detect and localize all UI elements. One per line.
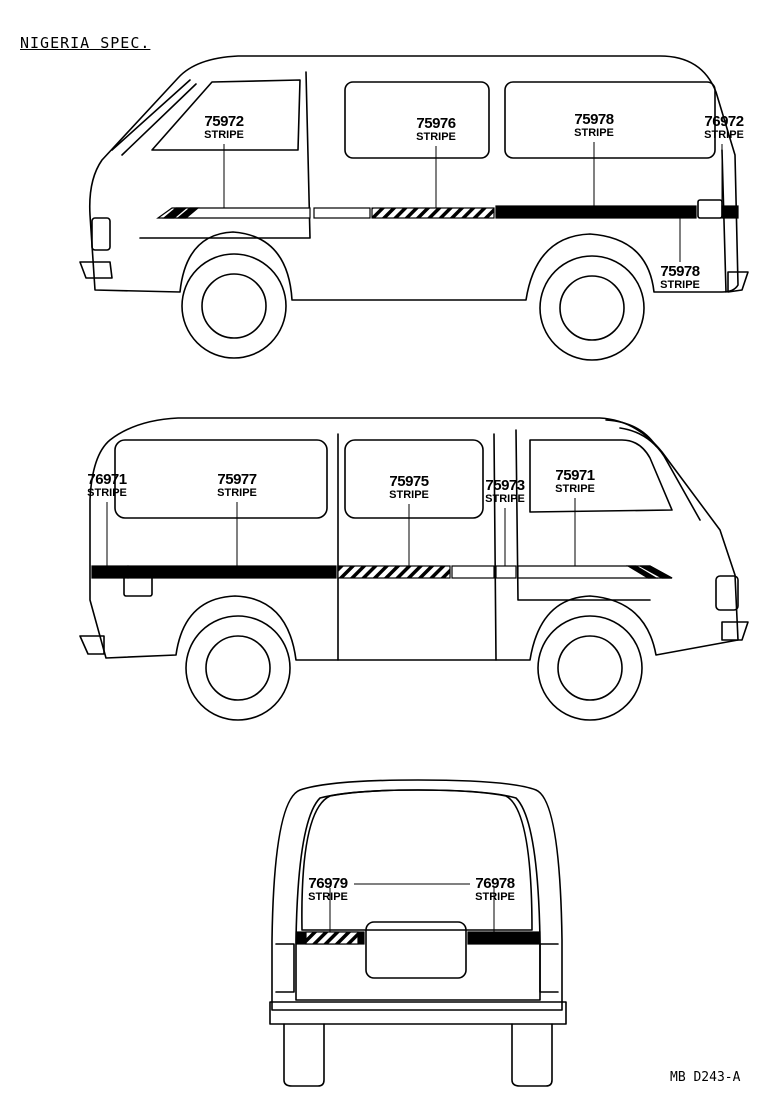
callout-75977: 75977 STRIPE [217, 472, 257, 499]
part-name: STRIPE [555, 483, 595, 495]
part-name: STRIPE [660, 279, 700, 291]
part-number: 76979 [308, 875, 348, 892]
part-name: STRIPE [217, 487, 257, 499]
part-name: STRIPE [204, 129, 244, 141]
callout-75978-top: 75978 STRIPE [574, 112, 614, 139]
part-name: STRIPE [704, 129, 744, 141]
leader-lines [106, 142, 723, 932]
part-name: STRIPE [485, 493, 525, 505]
callout-75976: 75976 STRIPE [416, 116, 456, 143]
callout-75973: 75973 STRIPE [485, 478, 525, 505]
part-number: 76971 [87, 471, 127, 488]
part-number: 75973 [485, 477, 525, 494]
part-number: 75972 [204, 113, 244, 130]
part-number: 75971 [555, 467, 595, 484]
part-number: 75977 [217, 471, 257, 488]
part-number: 76978 [475, 875, 515, 892]
callout-75975: 75975 STRIPE [389, 474, 429, 501]
part-number: 75978 [660, 263, 700, 280]
callout-76979: 76979 STRIPE [308, 876, 348, 903]
part-number: 76972 [704, 113, 744, 130]
van-left-side [79, 417, 749, 721]
part-name: STRIPE [308, 891, 348, 903]
callout-76972: 76972 STRIPE [704, 114, 744, 141]
callout-75971: 75971 STRIPE [555, 468, 595, 495]
part-name: STRIPE [416, 131, 456, 143]
callout-75972: 75972 STRIPE [204, 114, 244, 141]
stripes [91, 205, 739, 945]
part-number: 75978 [574, 111, 614, 128]
callout-76978: 76978 STRIPE [475, 876, 515, 903]
callout-75978-lower: 75978 STRIPE [660, 264, 700, 291]
part-number: 75976 [416, 115, 456, 132]
part-name: STRIPE [475, 891, 515, 903]
part-name: STRIPE [574, 127, 614, 139]
page-title: NIGERIA SPEC. [20, 34, 151, 52]
van-rear [269, 779, 567, 1087]
callout-76971: 76971 STRIPE [87, 472, 127, 499]
part-name: STRIPE [389, 489, 429, 501]
drawing-code: MB D243-A [670, 1070, 741, 1085]
part-number: 75975 [389, 473, 429, 490]
part-name: STRIPE [87, 487, 127, 499]
